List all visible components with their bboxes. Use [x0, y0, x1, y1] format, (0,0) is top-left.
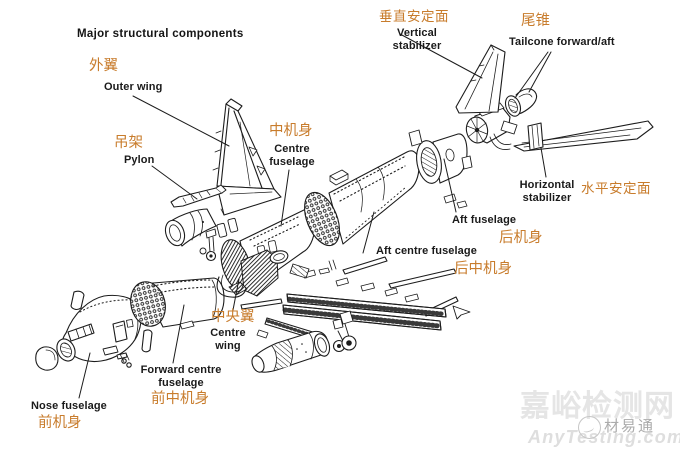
centre-wing-drawing [216, 249, 279, 298]
landing-gear-small-drawing [199, 228, 217, 262]
landing-gear-main-drawing [332, 310, 357, 353]
label-aft-centre-fuselage-zh: 后中机身 [454, 261, 512, 277]
label-centre-wing-zh: 中央翼 [211, 309, 255, 325]
horizontal-stabilizer-drawing [513, 120, 654, 152]
label-aft-fuselage-zh: 后机身 [499, 230, 543, 246]
label-horizontal-stabilizer-zh: 水平安定面 [581, 181, 651, 196]
leader-lines [78, 33, 552, 399]
engine-left-drawing [164, 208, 217, 247]
label-forward-centre-fuselage-zh: 前中机身 [151, 391, 209, 407]
label-centre-wing-en: Centre wing [210, 327, 246, 352]
label-vertical-stabilizer-zh: 垂直安定面 [379, 9, 449, 24]
pylon-drawing [170, 184, 227, 208]
anytesting-logo-icon [578, 416, 601, 439]
label-pylon-zh: 吊架 [114, 135, 143, 151]
label-horizontal-stabilizer-en: Horizontal stabilizer [519, 179, 575, 204]
label-aft-fuselage-en: Aft fuselage [452, 214, 517, 226]
label-outer-wing-en: Outer wing [104, 81, 163, 93]
nose-fuselage-drawing [35, 290, 153, 371]
watermark-site-name: 嘉峪检测网 [520, 390, 675, 423]
forward-centre-fuselage-drawing [130, 277, 225, 330]
floor-panels-drawing [240, 250, 471, 340]
vertical-stabilizer-drawing [455, 44, 506, 114]
label-aft-centre-fuselage-en: Aft centre fuselage [376, 245, 477, 257]
label-vertical-stabilizer-en: Vertical stabilizer [392, 27, 442, 52]
label-forward-centre-fuselage-en: Forward centre fuselage [140, 364, 222, 389]
aft-centre-fuselage-drawing [304, 150, 420, 247]
watermark-brand-name: 材易通 [604, 419, 656, 435]
label-nose-fuselage-zh: 前机身 [38, 415, 82, 431]
engine-bottom-drawing [251, 330, 331, 373]
label-tailcone-zh: 尾锥 [521, 13, 550, 29]
aft-fuselage-drawing [408, 129, 473, 209]
outer-wing-drawing [212, 98, 282, 216]
label-outer-wing-zh: 外翼 [89, 58, 118, 74]
tailcone-drawing [504, 88, 538, 117]
watermark-url: AnyTesting.com [528, 427, 680, 447]
label-centre-fuselage-zh: 中机身 [269, 123, 313, 139]
label-nose-fuselage-en: Nose fuselage [31, 400, 107, 412]
diagram-title: Major structural components [77, 28, 244, 40]
label-tailcone-en: Tailcone forward/aft [509, 36, 615, 48]
label-pylon-en: Pylon [124, 154, 155, 166]
label-centre-fuselage-en: Centre fuselage [269, 143, 315, 168]
